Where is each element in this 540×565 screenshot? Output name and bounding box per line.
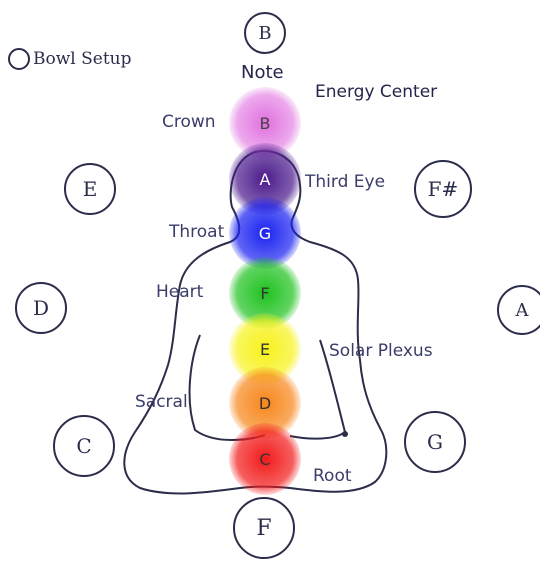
note-header: Note	[241, 62, 284, 83]
note-circle-label: F	[256, 516, 271, 541]
note-circle-f[interactable]: F	[233, 497, 295, 559]
note-circle-label: C	[76, 434, 91, 458]
note-circle-b[interactable]: B	[244, 12, 286, 54]
note-circle-f-sharp[interactable]: F#	[414, 160, 472, 218]
chakra-root: C	[229, 423, 301, 495]
bowl-setup-label: Bowl Setup	[33, 49, 132, 69]
bowl-setup-toggle[interactable]: Bowl Setup	[8, 48, 132, 70]
note-circle-d[interactable]: D	[15, 282, 67, 334]
label-root: Root	[313, 466, 352, 486]
note-circle-label: E	[83, 177, 98, 201]
note-circle-e[interactable]: E	[64, 163, 116, 215]
label-sacral: Sacral	[135, 392, 188, 412]
label-heart: Heart	[156, 282, 203, 302]
chakra-note: D	[259, 394, 271, 413]
label-crown: Crown	[162, 112, 216, 132]
chakra-note: A	[260, 170, 271, 189]
note-circle-g[interactable]: G	[404, 411, 466, 473]
chakra-note: G	[259, 224, 271, 243]
note-circle-label: D	[33, 296, 49, 320]
note-circle-a[interactable]: A	[497, 285, 540, 335]
note-circle-label: A	[516, 300, 529, 321]
note-circle-label: B	[258, 23, 271, 44]
radio-circle-icon[interactable]	[8, 48, 30, 70]
note-circle-label: F#	[428, 177, 459, 201]
chakra-note: C	[259, 450, 270, 469]
label-third-eye: Third Eye	[305, 172, 385, 192]
note-circle-c[interactable]: C	[53, 415, 115, 477]
note-circle-label: G	[427, 430, 443, 454]
chakra-note: E	[260, 340, 270, 359]
label-throat: Throat	[169, 222, 224, 242]
energy-center-header: Energy Center	[315, 82, 437, 102]
chakra-note: B	[260, 114, 271, 133]
label-solar-plexus: Solar Plexus	[329, 341, 433, 361]
right-hand-dot	[342, 431, 348, 437]
chakra-note: F	[260, 284, 269, 303]
